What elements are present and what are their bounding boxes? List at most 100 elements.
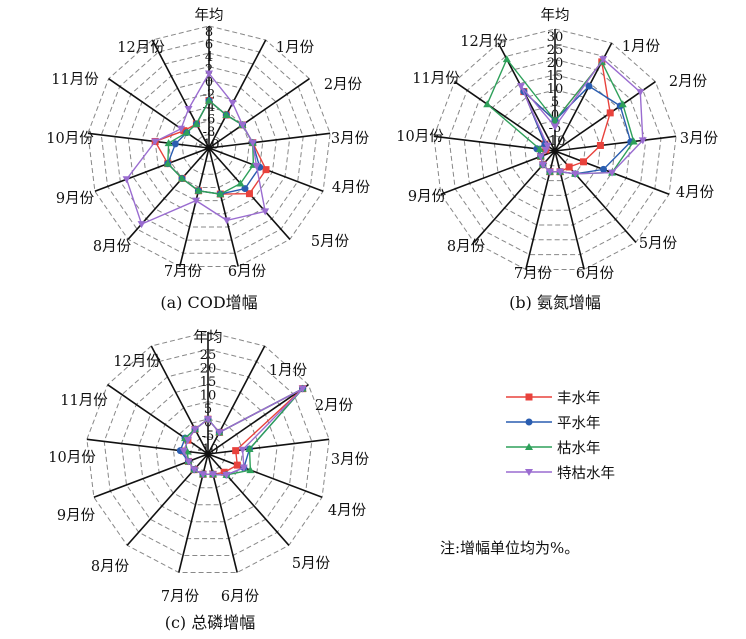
- grid-ring: [463, 58, 647, 241]
- tick-label: 4: [205, 50, 213, 65]
- axis-spoke: [151, 39, 210, 149]
- data-point: [261, 208, 270, 216]
- tick-label: 10: [200, 389, 217, 404]
- tick-label: 5: [204, 402, 212, 417]
- data-point: [556, 168, 565, 176]
- axis-label: 12月份: [117, 39, 165, 56]
- legend-label: 枯水年: [557, 440, 601, 457]
- unit-note: 注:增幅单位均为%。: [440, 539, 579, 557]
- axis-spoke: [208, 78, 310, 149]
- tick-label: 25: [547, 43, 564, 58]
- grid-ring: [190, 436, 226, 472]
- grid-ring: [493, 89, 617, 211]
- data-point: [551, 116, 559, 124]
- legend-label: 丰水年: [557, 390, 601, 407]
- axis-label: 12月份: [460, 33, 508, 50]
- data-point: [239, 464, 248, 472]
- axis-spoke: [207, 438, 330, 455]
- data-point: [545, 168, 554, 176]
- legend-marker: [525, 443, 533, 450]
- axis-label: 11月份: [60, 392, 108, 409]
- data-point: [241, 185, 249, 193]
- grid-ring: [87, 25, 331, 267]
- tick-label: 0: [205, 75, 213, 90]
- tick-label: 8: [205, 25, 213, 40]
- axis-label: 5月份: [311, 233, 350, 250]
- axis-spoke: [207, 384, 309, 455]
- legend-marker: [525, 469, 533, 476]
- axis-label: 8月份: [93, 238, 132, 255]
- grid-ring: [86, 331, 330, 573]
- axis-label: 年均: [194, 329, 223, 346]
- axis-spoke: [554, 135, 677, 152]
- grid-ring: [100, 39, 318, 254]
- data-point: [543, 142, 552, 150]
- data-point: [179, 448, 188, 456]
- tick-label: 20: [547, 56, 564, 71]
- data-point: [122, 176, 131, 184]
- axis-spoke: [208, 39, 267, 149]
- data-point: [222, 471, 231, 479]
- data-point: [192, 119, 201, 127]
- data-point: [204, 416, 212, 424]
- axis-spoke: [87, 132, 210, 149]
- data-point: [551, 123, 559, 131]
- axis-label: 8月份: [91, 558, 130, 575]
- data-point: [580, 158, 588, 166]
- data-point: [184, 105, 193, 113]
- data-point: [178, 174, 187, 182]
- axis-spoke: [554, 81, 656, 152]
- data-point: [262, 166, 270, 174]
- data-point: [565, 163, 573, 171]
- axis-label: 7月份: [161, 588, 200, 605]
- data-point: [194, 186, 203, 194]
- data-point: [209, 471, 218, 479]
- axis-spoke: [207, 453, 290, 546]
- tick-label: 6: [205, 38, 213, 53]
- data-point: [599, 165, 607, 173]
- axis-label: 3月份: [331, 130, 370, 147]
- axis-label: 7月份: [514, 265, 553, 282]
- axis-label: 1月份: [622, 38, 661, 55]
- axis-label: 11月份: [51, 71, 99, 88]
- axis-label: 年均: [541, 7, 570, 24]
- tick-label: 2: [205, 63, 213, 78]
- axis-label: 2月份: [315, 397, 354, 414]
- legend-marker: [525, 393, 533, 401]
- axis-label: 2月份: [324, 76, 363, 93]
- axis-label: 1月份: [276, 39, 315, 56]
- radar-chart-cod: 年均1月份2月份3月份4月份5月份6月份7月份8月份9月份10月份11月份12月…: [46, 7, 370, 280]
- axis-spoke: [207, 345, 266, 455]
- tick-label: 20: [200, 362, 217, 377]
- data-point: [222, 217, 231, 225]
- axis-label: 3月份: [331, 451, 370, 468]
- data-point: [184, 458, 193, 466]
- axis-label: 4月份: [676, 184, 715, 201]
- axis-label: 10月份: [48, 449, 96, 466]
- tick-label: 30: [547, 30, 564, 45]
- data-point: [228, 99, 237, 107]
- grid-ring: [103, 348, 313, 556]
- tick-label: 10: [547, 82, 564, 97]
- data-point: [238, 446, 247, 454]
- data-point: [205, 96, 213, 104]
- axis-label: 4月份: [332, 179, 371, 196]
- grid-ring: [194, 133, 224, 162]
- grid-ring: [448, 43, 662, 256]
- series-line: [125, 72, 267, 226]
- axis-spoke: [207, 453, 323, 499]
- data-point: [236, 179, 245, 187]
- data-point: [538, 161, 547, 169]
- caption-total-phosphorus: (c) 总磷增幅: [165, 613, 256, 632]
- data-point: [246, 466, 255, 474]
- grid-ring: [127, 66, 291, 228]
- data-point: [536, 153, 545, 161]
- data-point: [238, 121, 247, 129]
- legend-marker: [525, 418, 533, 426]
- axis-spoke: [150, 345, 209, 455]
- data-point: [516, 83, 525, 91]
- grid-ring: [154, 93, 264, 202]
- axis-label: 1月份: [269, 362, 308, 379]
- caption-ammonia-nitrogen: (b) 氨氮增幅: [509, 293, 601, 312]
- data-point: [137, 221, 146, 229]
